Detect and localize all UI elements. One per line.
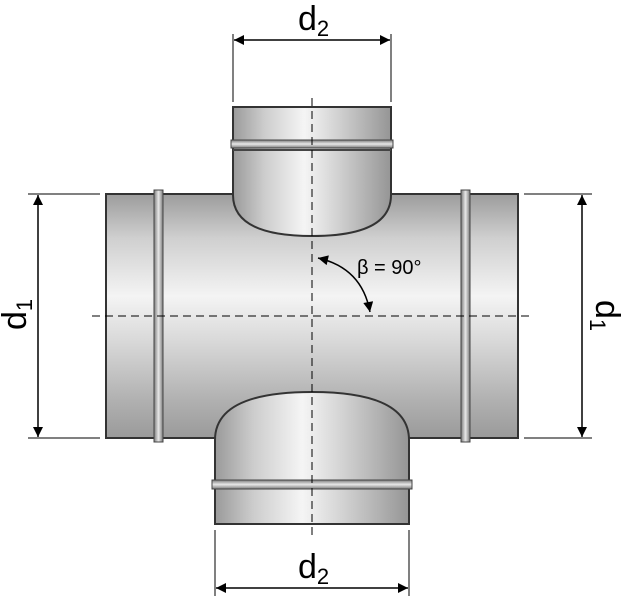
- left-dimension: d1: [0, 193, 100, 439]
- right-d1-label: d1: [585, 300, 626, 331]
- left-d1-label: d1: [0, 299, 37, 330]
- bottom-dimension: d2: [214, 530, 410, 596]
- top-dimension: d2: [232, 0, 392, 102]
- bottom-d2-label: d2: [298, 548, 329, 589]
- right-dimension: d1: [524, 193, 626, 439]
- angle-arc: [317, 255, 374, 313]
- top-d2-label: d2: [298, 0, 329, 41]
- angle-label: β = 90°: [357, 257, 422, 279]
